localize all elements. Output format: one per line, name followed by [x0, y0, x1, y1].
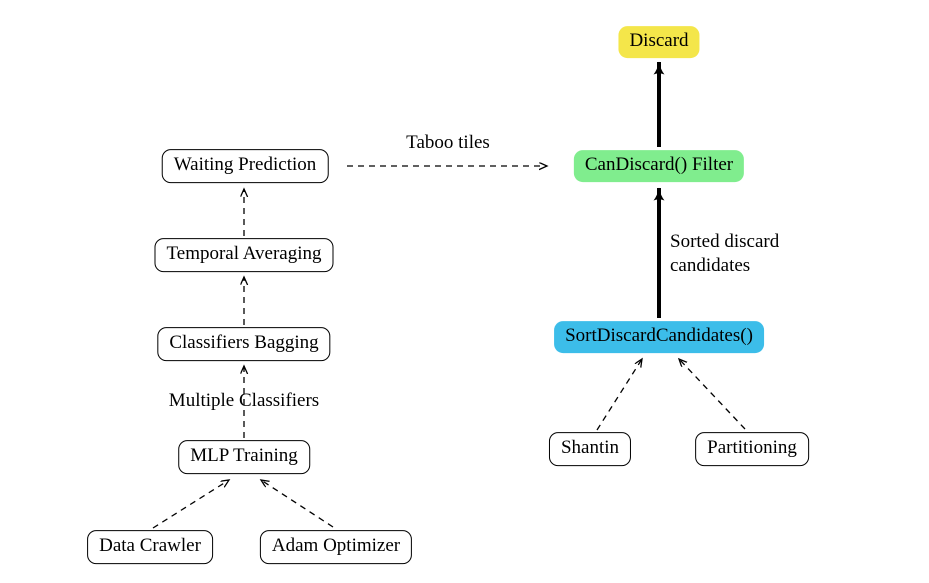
edge-label-multiple-classifiers: Multiple Classifiers: [168, 390, 320, 412]
node-data-crawler: Data Crawler: [87, 530, 213, 564]
edge-label-sorted-discard-candidates: Sorted discard candidates: [670, 231, 780, 276]
node-waiting-prediction: Waiting Prediction: [161, 149, 329, 183]
edge-shantin-to-sortdiscard: [596, 359, 642, 431]
edge-label-taboo-tiles: Taboo tiles: [406, 132, 490, 154]
edge-partitioning-to-sortdiscard: [679, 359, 746, 430]
node-sort-discard-candidates: SortDiscardCandidates(): [554, 321, 764, 353]
node-discard: Discard: [618, 26, 700, 58]
node-adam-optimizer: Adam Optimizer: [259, 530, 413, 564]
node-can-discard-filter: CanDiscard() Filter: [573, 150, 745, 182]
node-classifiers-bagging: Classifiers Bagging: [157, 327, 331, 361]
node-shantin: Shantin: [548, 432, 632, 466]
edge-datacrawler-to-mlptraining: [152, 480, 229, 529]
edge-adamoptimizer-to-mlptraining: [261, 480, 334, 528]
node-partitioning: Partitioning: [695, 432, 809, 466]
node-mlp-training: MLP Training: [178, 440, 310, 474]
node-temporal-averaging: Temporal Averaging: [154, 238, 334, 272]
